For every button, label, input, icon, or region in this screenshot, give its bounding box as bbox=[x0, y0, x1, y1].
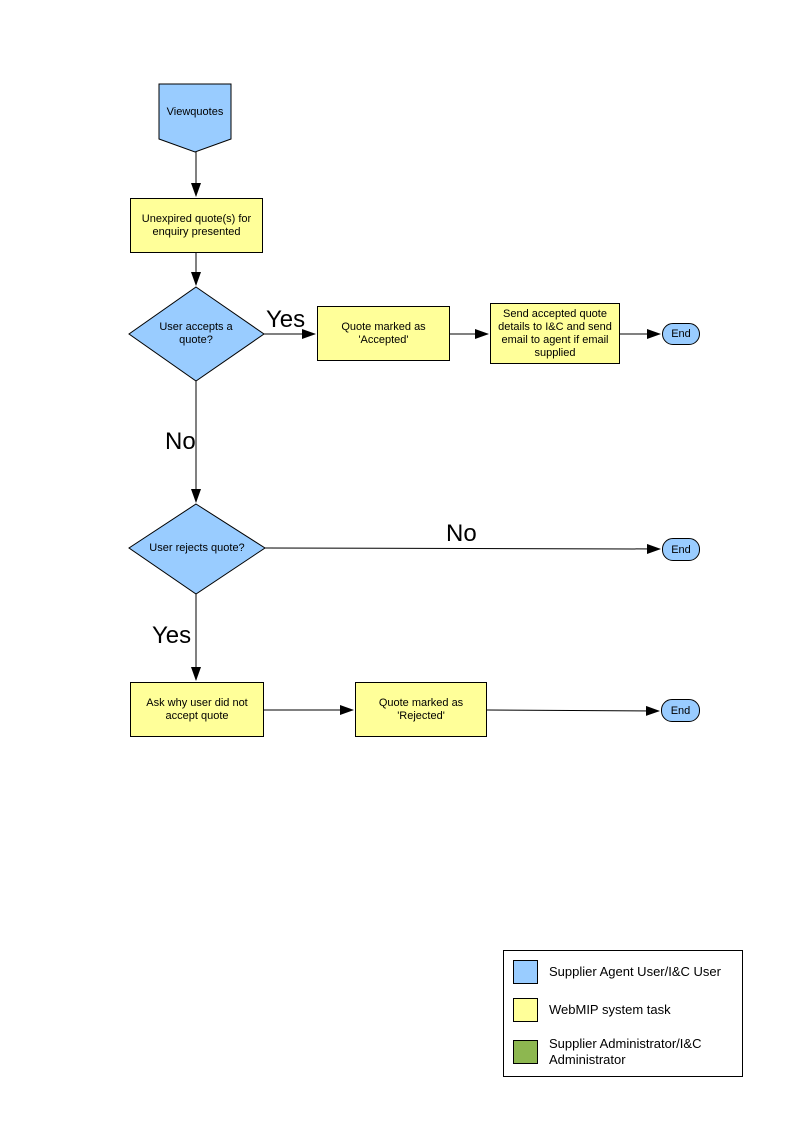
legend-row-user: Supplier Agent User/I&C User bbox=[513, 959, 733, 984]
end-terminator-accept: End bbox=[662, 323, 700, 345]
edge-label-reject-yes: Yes bbox=[152, 622, 192, 649]
end-terminator-no-reject: End bbox=[662, 538, 700, 561]
legend-swatch-admin bbox=[513, 1039, 538, 1064]
legend-label-user: Supplier Agent User/I&C User bbox=[549, 963, 721, 979]
legend-row-admin: Supplier Administrator/I&C Administrator bbox=[513, 1036, 733, 1068]
edge-label-accept-yes: Yes bbox=[266, 306, 306, 333]
legend-row-system: WebMIP system task bbox=[513, 997, 733, 1022]
process-mark-accepted: Quote marked as 'Accepted' bbox=[317, 306, 450, 361]
legend-label-system: WebMIP system task bbox=[549, 1001, 671, 1017]
process-mark-rejected: Quote marked as 'Rejected' bbox=[355, 682, 487, 737]
start-pentagon-shape bbox=[158, 83, 232, 153]
process-send-details: Send accepted quote details to I&C and s… bbox=[490, 303, 620, 364]
process-unexpired-quotes: Unexpired quote(s) for enquiry presented bbox=[130, 198, 263, 253]
process-ask-why: Ask why user did not accept quote bbox=[130, 682, 264, 737]
connector-reject-no-to-end bbox=[264, 543, 661, 554]
end-terminator-reject: End bbox=[661, 699, 700, 722]
legend-swatch-system bbox=[513, 997, 538, 1022]
connector-mark-rejected-to-end bbox=[486, 705, 660, 716]
start-node-label: Viewquotes bbox=[166, 105, 224, 118]
legend-box: Supplier Agent User/I&C User WebMIP syst… bbox=[503, 950, 743, 1077]
legend-swatch-user bbox=[513, 959, 538, 984]
accept-decision-label: User accepts a quote? bbox=[159, 321, 233, 346]
edge-label-reject-no: No bbox=[446, 520, 477, 547]
legend-label-admin: Supplier Administrator/I&C Administrator bbox=[549, 1035, 702, 1067]
reject-decision-label: User rejects quote? bbox=[149, 541, 245, 554]
edge-label-accept-no: No bbox=[165, 428, 196, 455]
